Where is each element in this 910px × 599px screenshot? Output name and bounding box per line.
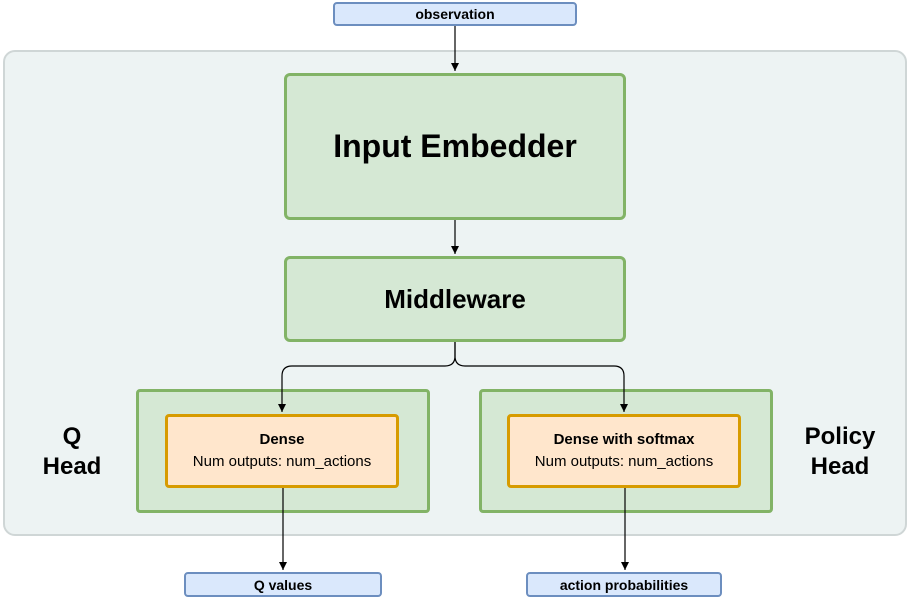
- observation-label: observation: [415, 6, 495, 22]
- q-head-label-line2: Head: [42, 453, 102, 480]
- policy-dense-title: Dense with softmax: [553, 431, 695, 448]
- policy-head-label-line2: Head: [810, 453, 870, 480]
- q-values-node: Q values: [184, 572, 382, 597]
- policy-head-label: Policy Head: [788, 420, 892, 484]
- policy-head-label-line1: Policy: [804, 423, 876, 450]
- action-probabilities-label: action probabilities: [559, 576, 689, 593]
- q-values-label: Q values: [253, 576, 313, 593]
- policy-dense-outputs: Num outputs: num_actions: [534, 453, 714, 470]
- policy-dense-node: Dense with softmax Num outputs: num_acti…: [507, 414, 741, 488]
- observation-node: observation: [333, 2, 577, 26]
- action-probabilities-node: action probabilities: [526, 572, 722, 597]
- q-dense-outputs: Num outputs: num_actions: [192, 453, 372, 470]
- input-embedder-node: Input Embedder: [284, 73, 626, 220]
- q-dense-node: Dense Num outputs: num_actions: [165, 414, 399, 488]
- q-head-label: Q Head: [26, 420, 118, 484]
- middleware-label: Middleware: [384, 283, 526, 314]
- edge-middleware-to-policy-dense: [454, 342, 628, 412]
- input-embedder-label: Input Embedder: [333, 128, 577, 164]
- q-dense-title: Dense: [259, 431, 305, 448]
- q-head-label-line1: Q: [62, 423, 82, 450]
- middleware-node: Middleware: [284, 256, 626, 342]
- edge-middleware-to-q-dense: [278, 342, 456, 412]
